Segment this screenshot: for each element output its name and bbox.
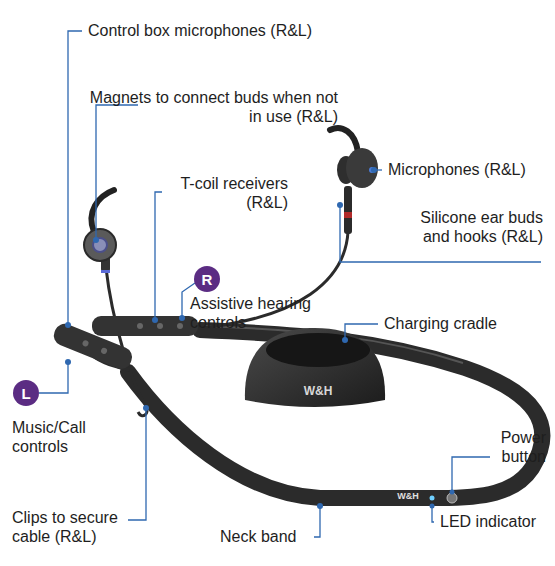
right-bud bbox=[346, 148, 378, 188]
callout-label: Silicone ear buds and hooks (R&L) bbox=[395, 208, 543, 246]
callout-label: Clips to secure cable (R&L) bbox=[12, 508, 137, 546]
callout-label: Assistive hearing controls bbox=[190, 294, 332, 332]
cradle-cavity bbox=[266, 333, 370, 367]
left-cable bbox=[106, 268, 147, 416]
callout-label: Microphones (R&L) bbox=[388, 160, 548, 179]
left-bud bbox=[84, 229, 116, 261]
callout-label: T-coil receivers (R&L) bbox=[166, 174, 288, 212]
callout-label: Control box microphones (R&L) bbox=[88, 21, 350, 40]
leader-dots bbox=[65, 167, 455, 509]
neck-band-shape bbox=[128, 330, 542, 498]
callout-label: Neck band bbox=[220, 527, 312, 546]
right-hook bbox=[330, 128, 358, 152]
cradle-shape bbox=[245, 328, 385, 407]
right-cable bbox=[200, 232, 348, 328]
badge-letter: R bbox=[202, 272, 213, 287]
callout-label: Music/Call controls bbox=[12, 418, 102, 456]
leader-lines bbox=[39, 31, 541, 537]
red-ring bbox=[344, 212, 352, 218]
left-hook bbox=[91, 190, 114, 232]
led-dot bbox=[430, 496, 435, 501]
callout-label: Charging cradle bbox=[384, 314, 544, 333]
right-control-box bbox=[92, 316, 198, 336]
callout-label: LED indicator bbox=[440, 512, 552, 531]
side-badge: R bbox=[194, 266, 220, 292]
badge-letter: L bbox=[21, 386, 30, 401]
brand-logo: W&H bbox=[296, 384, 340, 398]
magnet bbox=[93, 238, 107, 252]
callout-label: Power button bbox=[474, 428, 546, 466]
brand-logo: W&H bbox=[392, 491, 424, 502]
left-control-box bbox=[51, 321, 135, 372]
side-badge: L bbox=[13, 380, 39, 406]
callout-label: Magnets to connect buds when not in use … bbox=[88, 88, 338, 126]
